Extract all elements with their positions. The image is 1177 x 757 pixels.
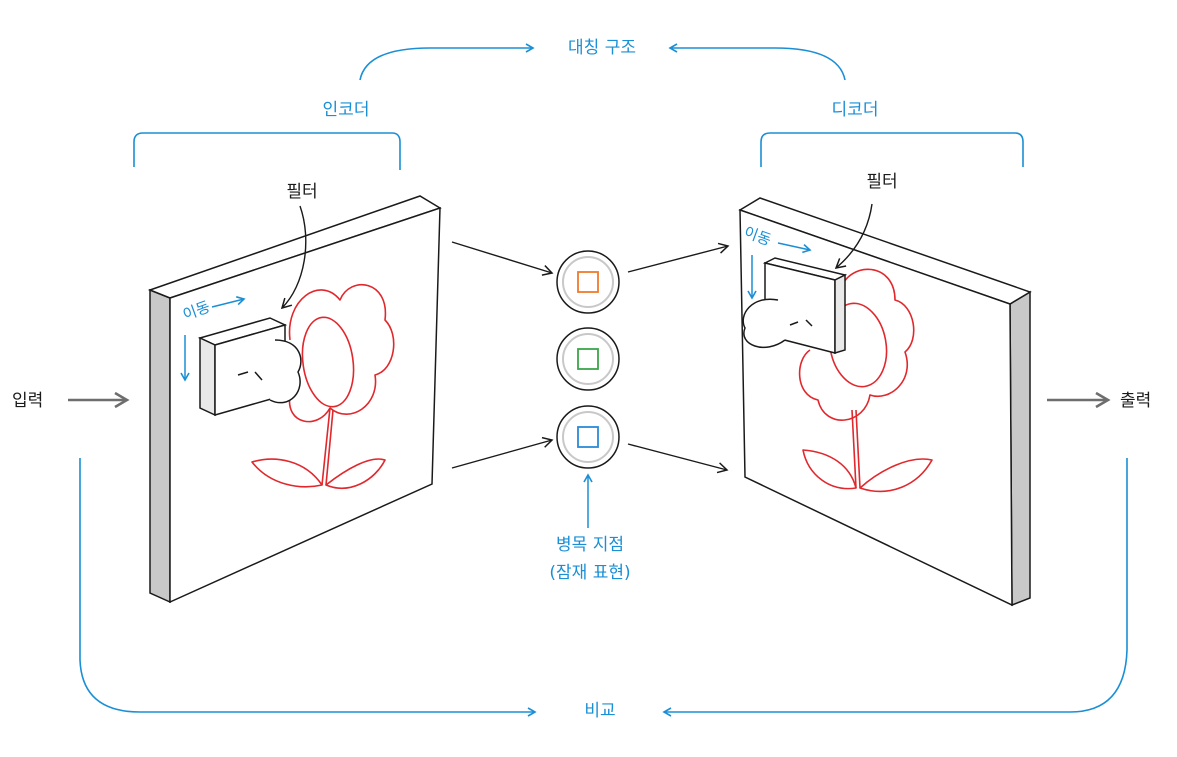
decoder-move-arrows [747, 242, 812, 300]
encoder-flower [251, 284, 395, 489]
encoder-filter-block [197, 317, 302, 417]
input-label: 입력 [12, 391, 44, 411]
decoder-filter-block [742, 257, 848, 355]
bottleneck-label-line2: (잠재 표현) [549, 563, 631, 583]
symmetric-structure-arc [359, 43, 846, 81]
decoder-label: 디코더 [831, 100, 879, 120]
symmetric-structure-label: 대칭 구조 [568, 38, 636, 58]
decoder-panel [738, 197, 1032, 607]
latent-connection-arrows [451, 241, 730, 474]
compare-arc [79, 458, 1128, 717]
decoder-filter-pointer [834, 203, 873, 269]
encoder-label: 인코더 [322, 100, 370, 120]
compare-label: 비교 [584, 701, 616, 721]
output-label: 출력 [1120, 391, 1152, 411]
decoder-filter-label: 필터 [866, 172, 898, 192]
encoder-move-arrows [180, 296, 246, 382]
encoder-filter-pointer [280, 205, 307, 310]
encoder-filter-label: 필터 [286, 182, 318, 202]
latent-node-orange [556, 250, 620, 314]
encoder-panel [147, 195, 442, 604]
decoder-bracket [760, 132, 1024, 167]
bottleneck-label-line1: 병목 지점 [556, 535, 624, 555]
latent-node-blue [556, 405, 620, 469]
latent-node-green [556, 327, 620, 391]
encoder-bracket [133, 132, 401, 170]
